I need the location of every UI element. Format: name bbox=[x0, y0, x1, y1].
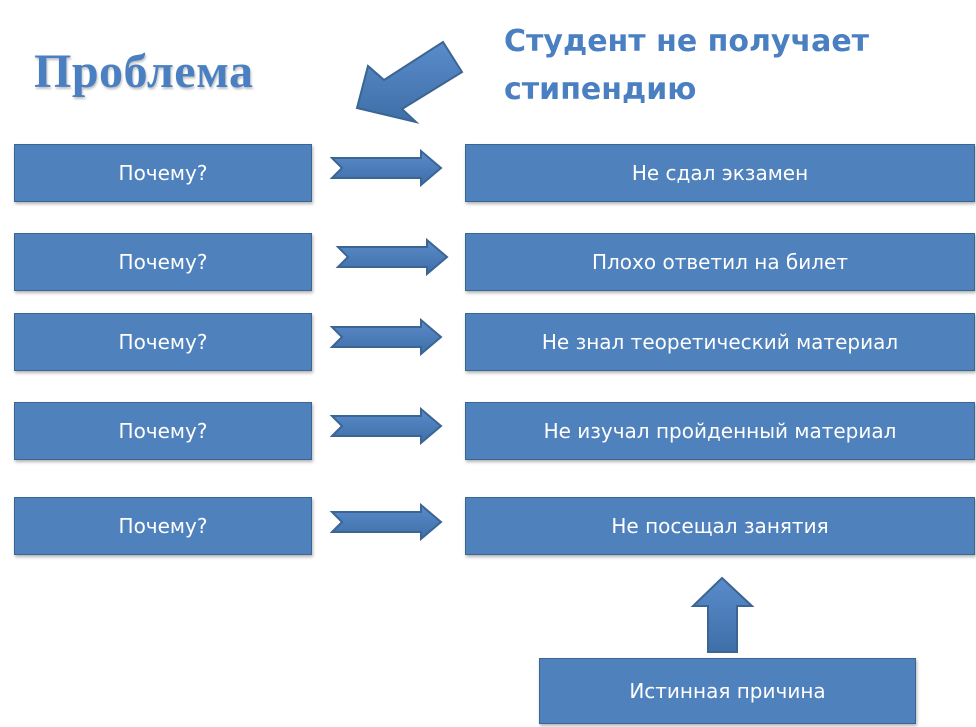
slide-title: Проблема bbox=[34, 45, 254, 98]
right-arrow-icon-4 bbox=[329, 406, 443, 446]
why-box-4: Почему? bbox=[14, 402, 312, 460]
problem-arrow-icon bbox=[355, 40, 464, 124]
problem-statement: Студент не получает стипендию bbox=[504, 18, 869, 114]
why-box-5: Почему? bbox=[14, 497, 312, 555]
root-cause-box: Истинная причина bbox=[539, 658, 916, 724]
why-box-3: Почему? bbox=[14, 313, 312, 371]
answer-box-5: Не посещал занятия bbox=[465, 497, 975, 555]
problem-line-2: стипендию bbox=[504, 72, 697, 107]
right-arrow-icon-2 bbox=[335, 237, 449, 277]
problem-line-1: Студент не получает bbox=[504, 24, 870, 59]
answer-box-3: Не знал теоретический материал bbox=[465, 313, 975, 371]
answer-box-4: Не изучал пройденный материал bbox=[465, 402, 975, 460]
why-box-2: Почему? bbox=[14, 233, 312, 291]
right-arrow-icon-5 bbox=[329, 502, 443, 542]
answer-box-1: Не сдал экзамен bbox=[465, 144, 975, 202]
why-box-1: Почему? bbox=[14, 144, 312, 202]
answer-box-2: Плохо ответил на билет bbox=[465, 233, 975, 291]
up-arrow-icon bbox=[690, 576, 755, 653]
right-arrow-icon-1 bbox=[329, 148, 443, 188]
right-arrow-icon-3 bbox=[329, 317, 443, 357]
